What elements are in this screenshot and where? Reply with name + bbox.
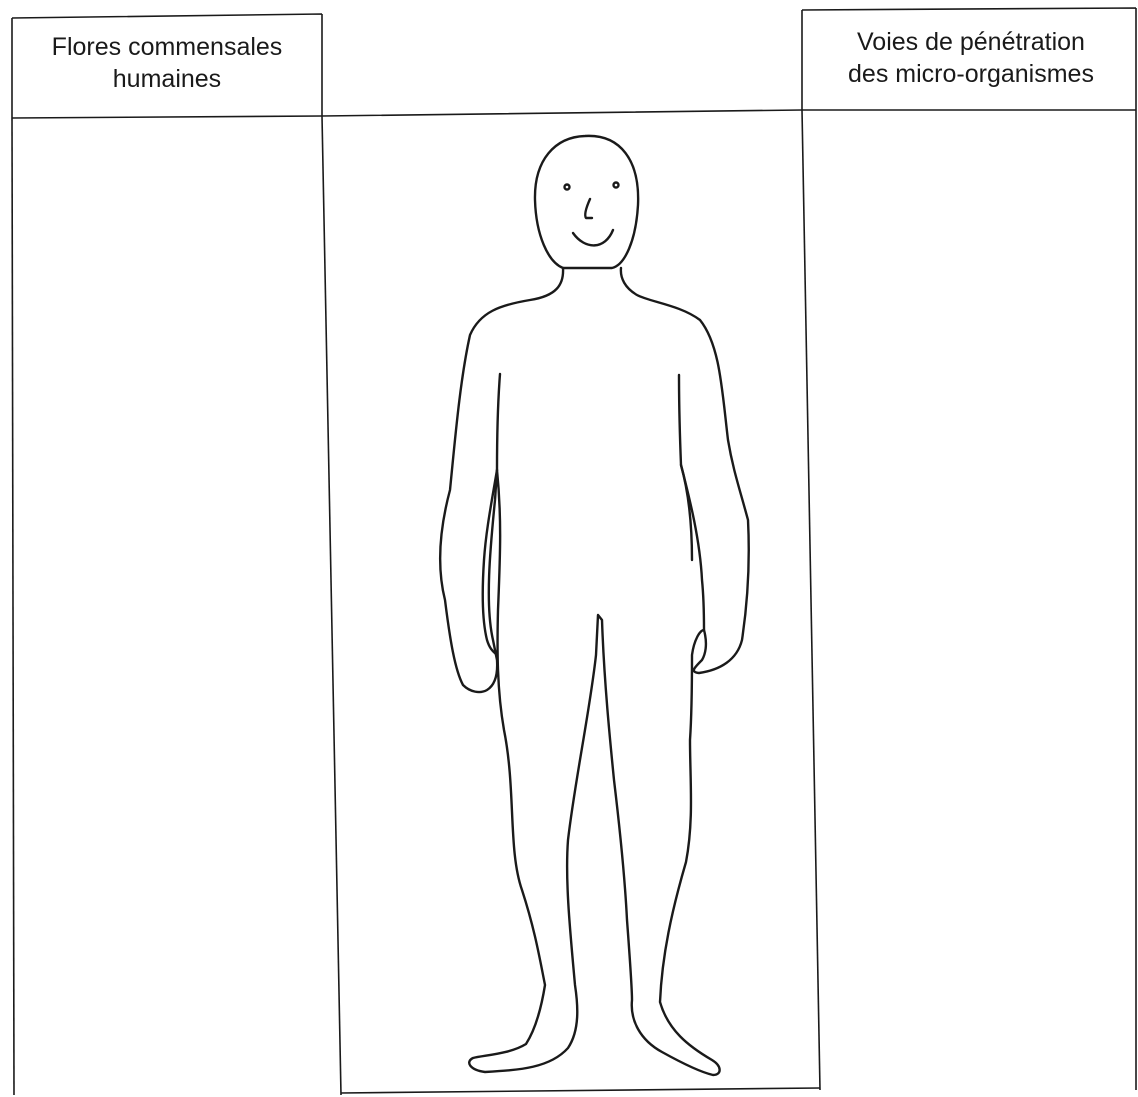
nose [585, 199, 592, 218]
head-outline [535, 136, 638, 268]
left-inner-arm-line [497, 374, 500, 470]
right-hip-line [681, 465, 692, 560]
body-outline [440, 268, 749, 1075]
left-eye [565, 185, 570, 190]
smile [573, 230, 613, 245]
right-eye [614, 183, 619, 188]
right-inner-arm-line [679, 375, 704, 630]
